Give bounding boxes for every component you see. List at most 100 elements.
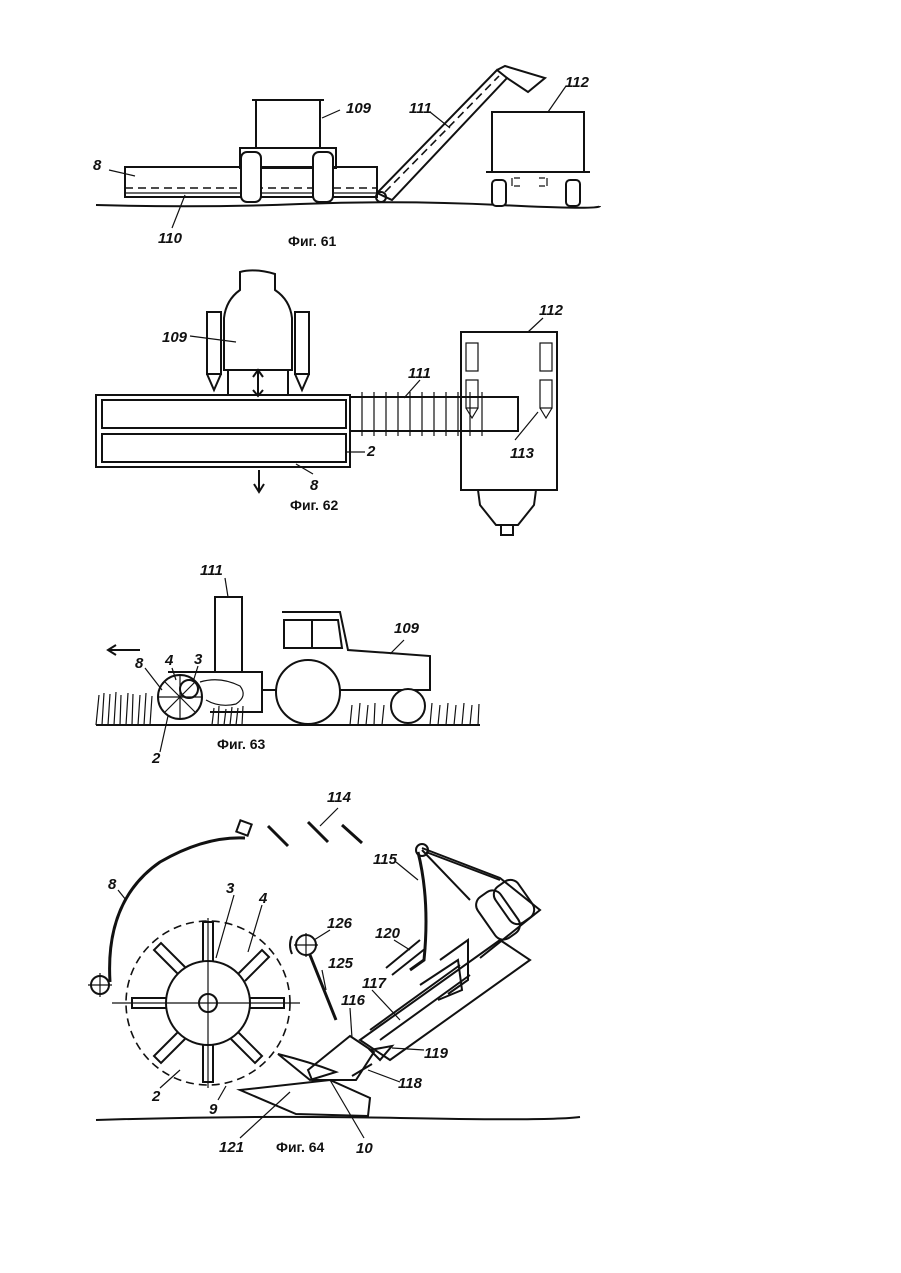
fig63-label-111: 111	[200, 562, 223, 579]
fig61-wheel-left	[241, 152, 261, 202]
fig64-label-125: 125	[328, 955, 354, 972]
fig61-label-8: 8	[93, 157, 102, 174]
fig64-label-4: 4	[258, 890, 268, 907]
fig61-label-110: 110	[158, 230, 183, 247]
fig61-truck-brackets	[512, 178, 547, 186]
fig64-conveyor-frame	[360, 940, 530, 1060]
fig64-leader-9	[218, 1086, 226, 1100]
fig64-leader-114	[320, 808, 338, 826]
fig61-truck-body	[492, 112, 584, 172]
fig62-truck-wheel-fl	[466, 343, 478, 371]
fig64-label-10: 10	[356, 1140, 373, 1157]
fig62-truck-wheel-points	[466, 408, 552, 418]
fig64-roller-2	[490, 876, 538, 928]
fig64-label-8: 8	[108, 876, 117, 893]
fig63-leader-111	[225, 578, 228, 597]
fig62-leader-8	[296, 464, 313, 474]
fig64-leader-121	[240, 1092, 290, 1138]
fig63-drum-housing-shading	[200, 680, 243, 706]
fig64-leader-118	[368, 1070, 400, 1082]
fig64-particle-4	[342, 825, 362, 843]
fig64-blade-6	[154, 1032, 185, 1063]
fig63-leader-8	[145, 668, 162, 690]
fig64-label-2: 2	[151, 1088, 161, 1105]
fig63-rotor-3	[180, 680, 198, 698]
fig64-leader-115	[396, 862, 418, 880]
fig63-label-4: 4	[164, 652, 174, 669]
fig64-leader-8	[118, 890, 126, 900]
fig63-drum-housing	[168, 672, 262, 712]
fig62-leader-112	[528, 318, 543, 332]
fig62-leader-109	[190, 336, 236, 342]
fig62-truck-outlet	[501, 525, 513, 535]
fig64-label-121: 121	[219, 1139, 244, 1156]
fig63-direction-arrow	[108, 645, 140, 655]
fig62-truck-wheel-rr	[540, 380, 552, 408]
fig63-label-109: 109	[394, 620, 420, 637]
fig64-bracket	[420, 960, 462, 1000]
fig63-caption: Фиг. 63	[217, 736, 266, 752]
fig62-upper-channel	[102, 400, 346, 428]
fig62-label-2: 2	[366, 443, 376, 460]
fig64-roller-1	[472, 886, 524, 943]
fig64-leader-117	[372, 990, 400, 1020]
fig61-leader-8	[109, 170, 135, 176]
fig61-label-112: 112	[565, 74, 590, 91]
fig61-truck-wheel-1	[492, 180, 506, 206]
fig64-knife-121	[240, 1080, 370, 1116]
fig64-ground-line	[96, 1117, 580, 1120]
fig62-label-111: 111	[408, 365, 431, 382]
fig64-spring-120	[386, 940, 426, 975]
fig62-label-8: 8	[310, 477, 319, 494]
fig64-leader-3	[216, 895, 234, 958]
fig61-tractor-cab	[256, 100, 320, 148]
fig61-truck-wheel-2	[566, 180, 580, 206]
fig62-conveyor-slats	[362, 392, 482, 436]
fig64-caption: Фиг. 64	[276, 1139, 325, 1155]
figure-61: 8 109 111 112 110 Фиг. 61	[93, 66, 600, 249]
fig62-truck-hopper	[478, 490, 536, 525]
fig63-label-2: 2	[151, 750, 161, 767]
fig61-wheel-right	[313, 152, 333, 202]
fig63-leader-109	[390, 640, 404, 654]
fig64-label-115: 115	[373, 851, 398, 868]
fig64-guide-9	[278, 1054, 336, 1080]
figure-63: 111 109 4 3 8 2 Фиг. 63	[96, 562, 480, 767]
fig62-truck-112	[461, 332, 557, 490]
fig64-blade-2	[238, 950, 269, 981]
fig64-label-114: 114	[327, 789, 352, 806]
fig62-truck-wheel-rl	[466, 380, 478, 408]
fig64-drive-wheel-rotation-arc	[290, 936, 292, 954]
fig61-elevator-belt	[385, 76, 499, 192]
fig64-particle-1	[236, 820, 251, 835]
fig62-label-109: 109	[162, 329, 188, 346]
fig64-blade-8	[154, 943, 185, 974]
fig62-lower-channel-2	[102, 434, 346, 462]
fig64-particle-2	[268, 826, 288, 846]
fig63-drum-spokes	[158, 675, 202, 719]
fig63-label-8: 8	[135, 655, 144, 672]
fig62-caption: Фиг. 62	[290, 497, 339, 513]
fig62-label-113: 113	[510, 445, 535, 462]
fig63-front-wheel	[391, 689, 425, 723]
fig62-tractor-hood	[224, 270, 292, 370]
fig64-label-126: 126	[327, 915, 353, 932]
fig63-conveyor-111	[215, 597, 242, 672]
fig62-direction-arrow	[254, 470, 264, 492]
fig64-label-119: 119	[424, 1045, 449, 1062]
fig61-label-109: 109	[346, 100, 372, 117]
fig64-label-9: 9	[209, 1101, 218, 1118]
fig64-label-118: 118	[398, 1075, 423, 1092]
fig64-label-116: 116	[341, 992, 366, 1009]
fig62-double-arrow	[253, 370, 263, 396]
fig61-label-111: 111	[409, 100, 432, 117]
fig61-ground-line	[96, 202, 600, 208]
fig62-truck-wheel-fr	[540, 343, 552, 371]
figure-64: 114 115 8 3 4 126 120 125 117 116 119 11…	[88, 789, 580, 1157]
fig61-leader-110	[172, 195, 185, 228]
fig62-frame-8	[96, 395, 350, 467]
fig64-blade-4	[231, 1032, 262, 1063]
fig64-particle-3	[308, 822, 328, 842]
